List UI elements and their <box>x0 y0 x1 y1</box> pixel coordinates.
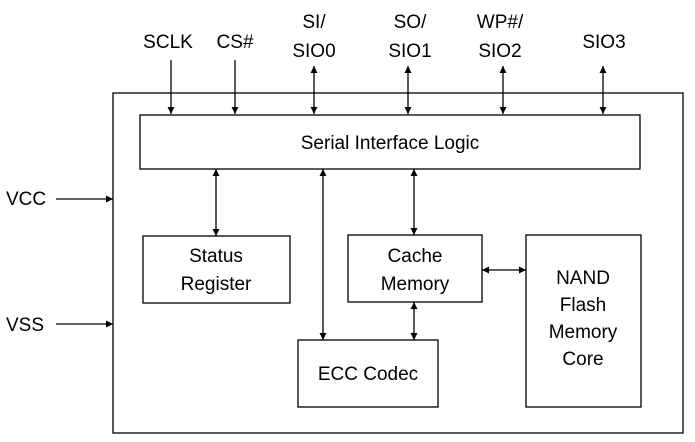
ecc-codec-label: ECC Codec <box>318 364 418 385</box>
pin-label-sio0: SIO0 <box>292 41 335 62</box>
cache-memory-label-line2: Memory <box>381 274 450 295</box>
pin-label-sio1: SIO1 <box>388 41 431 62</box>
pin-label-sclk: SCLK <box>143 32 193 53</box>
serial-interface-logic-label: Serial Interface Logic <box>301 133 480 154</box>
nand-core-label-line4: Core <box>562 349 603 370</box>
nand-core-label-line1: NAND <box>556 268 610 289</box>
pin-label-vss: VSS <box>6 315 44 336</box>
status-register-label-line2: Register <box>181 274 252 295</box>
pin-label-sio3: SIO3 <box>582 32 625 53</box>
ecc-codec-block <box>297 339 439 408</box>
status-register-block <box>142 235 291 304</box>
nand-core-label-line2: Flash <box>560 295 606 316</box>
pin-label-so: SO/ <box>394 12 427 33</box>
pin-label-vcc: VCC <box>6 189 46 210</box>
serial-interface-logic-block <box>139 114 641 170</box>
status-register-label-line1: Status <box>189 246 243 267</box>
nand-flash-core-block <box>525 234 642 408</box>
pin-label-cs: CS# <box>217 32 254 53</box>
pin-label-sio2: SIO2 <box>478 41 521 62</box>
pin-label-si: SI/ <box>302 12 326 33</box>
pin-label-wp: WP#/ <box>477 12 524 33</box>
nand-core-label-line3: Memory <box>549 322 618 343</box>
cache-memory-label-line1: Cache <box>388 246 443 267</box>
